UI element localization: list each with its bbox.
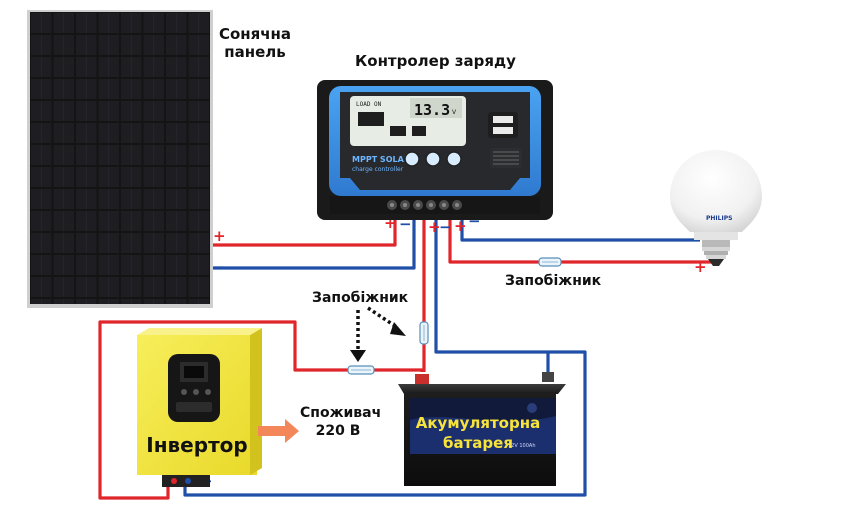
display-status: LOAD ON — [356, 101, 382, 108]
arrow-icon — [390, 322, 406, 336]
wire-panel-positive — [210, 218, 397, 247]
bulb-brand: PHILIPS — [706, 215, 732, 222]
display-unit: V — [452, 109, 457, 116]
fuse-label-left: Запобіжник — [312, 290, 409, 306]
mark-panel-plus: + — [213, 227, 226, 245]
mark-bulb-plus: + — [694, 258, 707, 276]
controller-brand-line1: MPPT SOLAR — [352, 155, 410, 164]
arrow-icon — [258, 419, 299, 443]
battery-label-line2: батарея — [443, 434, 513, 452]
wire-load-negative — [460, 218, 700, 242]
solar-panel-icon — [27, 10, 213, 308]
battery-icon: 12V 100Ah — [398, 372, 566, 486]
charge-controller-icon: LOAD ON 13.3 V MPPT SOLAR charge control… — [317, 80, 553, 220]
wire-battery-inverter-positive — [98, 320, 424, 500]
wiring — [98, 218, 714, 500]
fuse-label-right: Запобіжник — [505, 273, 602, 289]
controller-label: Контролер заряду — [355, 52, 516, 70]
wire-panel-negative — [210, 218, 416, 270]
arrow-icon — [356, 306, 399, 352]
inverter-icon — [137, 328, 262, 487]
light-bulb-icon: PHILIPS — [670, 150, 762, 266]
consumer-label-line2: 220 В — [315, 423, 361, 439]
mark-ctrl-load-plus: + — [454, 217, 467, 235]
solar-panel-label: Сонячна панель — [210, 25, 300, 61]
fuse-icon — [419, 321, 429, 345]
fuse-icon — [538, 257, 562, 267]
arrow-icon — [350, 350, 366, 362]
consumer-label: Споживач 220 В — [300, 404, 382, 440]
battery-label-line1: Акумуляторна — [416, 414, 540, 432]
fuse-icon — [347, 365, 375, 375]
wire-controller-battery-negative — [183, 218, 587, 497]
consumer-label-line1: Споживач — [300, 405, 382, 421]
battery-spec: 12V 100Ah — [508, 443, 536, 449]
mark-ctrl-batt-minus: − — [439, 218, 452, 236]
solar-panel-label-line2: панель — [224, 43, 286, 61]
display-reading: 13.3 — [414, 101, 450, 119]
battery-label: Акумуляторна батарея — [416, 414, 540, 452]
controller-brand-line2: charge controller — [352, 166, 404, 173]
mark-panel-minus: − — [212, 258, 225, 276]
solar-panel-label-line1: Сонячна — [218, 25, 292, 43]
mark-ctrl-batt-plus: + — [428, 218, 441, 236]
inverter-label: Інвертор — [146, 433, 247, 457]
